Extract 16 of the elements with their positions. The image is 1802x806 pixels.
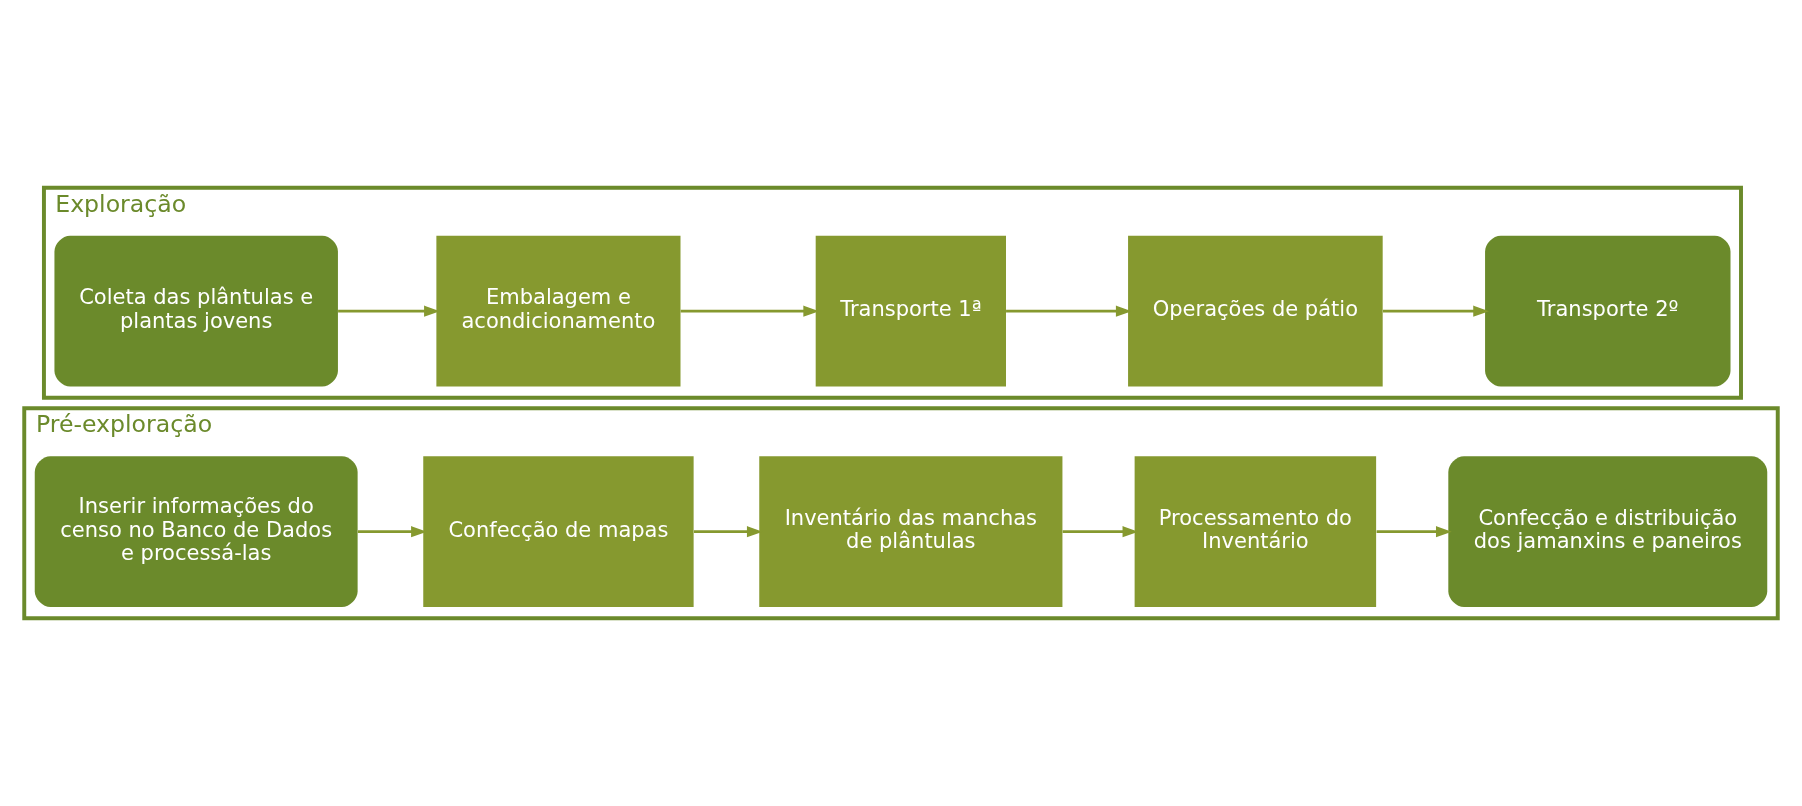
arrow — [357, 526, 427, 538]
node-box: Processamento do Inventário — [1134, 456, 1377, 608]
node-box: Embalagem e acondicionamento — [436, 235, 681, 387]
node-box: Confecção de mapas — [423, 456, 694, 608]
arrow — [1376, 526, 1452, 538]
node-box: Confecção e distribuição dos jamanxins e paneiros — [1448, 456, 1768, 608]
node-box: Transporte 2º — [1485, 235, 1731, 387]
arrow — [338, 305, 440, 317]
arrow — [694, 526, 763, 538]
arrow — [1006, 305, 1132, 317]
node-box: Inserir informações do censo no Banco de Dados e processá-las — [34, 456, 358, 608]
node-box: Operações de pátio — [1128, 235, 1383, 387]
node-box: Inventário das manchas de plântulas — [759, 456, 1063, 608]
arrow — [1382, 305, 1490, 317]
node-box: Transporte 1ª — [815, 235, 1006, 387]
node-box: Coleta das plântulas e plantas jovens — [54, 235, 338, 387]
